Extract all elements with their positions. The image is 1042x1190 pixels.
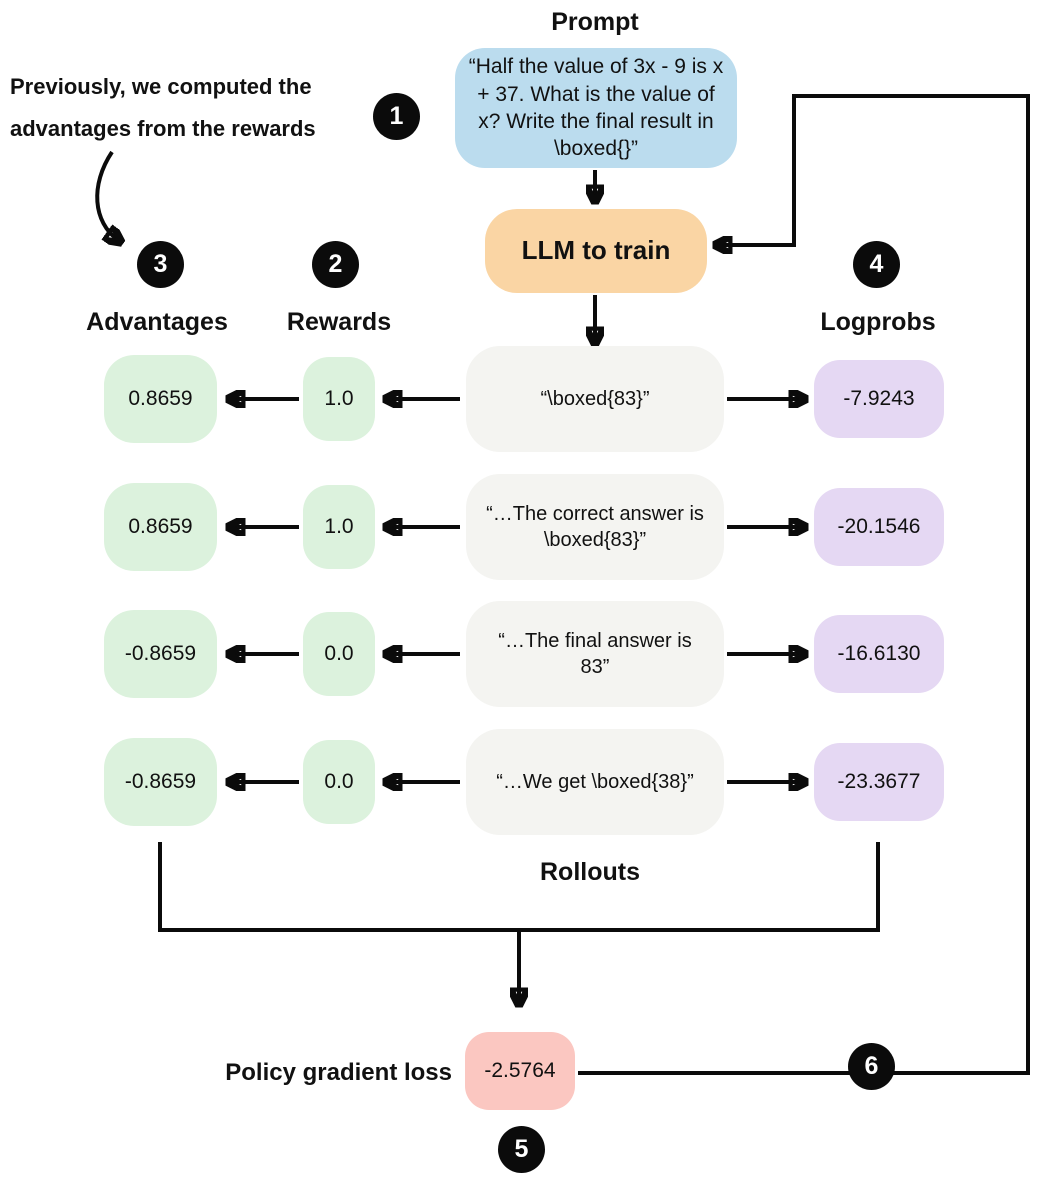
advantage-value-2: 0.8659 bbox=[104, 483, 217, 571]
reward-value-3: 0.0 bbox=[303, 612, 375, 696]
rollout-text-3: “…The final answer is 83” bbox=[466, 601, 724, 707]
reward-value-1: 1.0 bbox=[303, 357, 375, 441]
loss-label: Policy gradient loss bbox=[225, 1059, 452, 1086]
step-badge-3: 3 bbox=[137, 241, 184, 288]
annotation-text: Previously, we computed the advantages f… bbox=[10, 66, 316, 150]
prompt-title: Prompt bbox=[551, 8, 639, 36]
loop-loss-to-llm bbox=[578, 94, 1030, 1075]
advantage-value-1: 0.8659 bbox=[104, 355, 217, 443]
step-badge-6: 6 bbox=[848, 1043, 895, 1090]
rollout-text-2: “…The correct answer is \boxed{83}” bbox=[466, 474, 724, 580]
rollout-text-4: “…We get \boxed{38}” bbox=[466, 729, 724, 835]
loss-value-box: -2.5764 bbox=[465, 1032, 575, 1110]
step-badge-2: 2 bbox=[312, 241, 359, 288]
step-badge-4: 4 bbox=[853, 241, 900, 288]
reward-value-2: 1.0 bbox=[303, 485, 375, 569]
rewards-header: Rewards bbox=[286, 308, 392, 336]
logprobs-header: Logprobs bbox=[820, 308, 936, 336]
logprob-value-2: -20.1546 bbox=[814, 488, 944, 566]
reward-value-4: 0.0 bbox=[303, 740, 375, 824]
annotation-line-1: Previously, we computed the bbox=[10, 74, 312, 99]
advantages-header: Advantages bbox=[86, 308, 228, 336]
rollout-text-1: “\boxed{83}” bbox=[466, 346, 724, 452]
prompt-box: “Half the value of 3x - 9 is x + 37. Wha… bbox=[455, 48, 737, 168]
annotation-line-2: advantages from the rewards bbox=[10, 116, 316, 141]
step-badge-1: 1 bbox=[373, 93, 420, 140]
logprob-value-3: -16.6130 bbox=[814, 615, 944, 693]
advantage-value-3: -0.8659 bbox=[104, 610, 217, 698]
logprob-value-1: -7.9243 bbox=[814, 360, 944, 438]
logprob-value-4: -23.3677 bbox=[814, 743, 944, 821]
rollouts-header: Rollouts bbox=[540, 858, 640, 886]
arrow-annotation-to-advantages bbox=[95, 150, 118, 240]
llm-box: LLM to train bbox=[485, 209, 707, 293]
advantage-value-4: -0.8659 bbox=[104, 738, 217, 826]
step-badge-5: 5 bbox=[498, 1126, 545, 1173]
